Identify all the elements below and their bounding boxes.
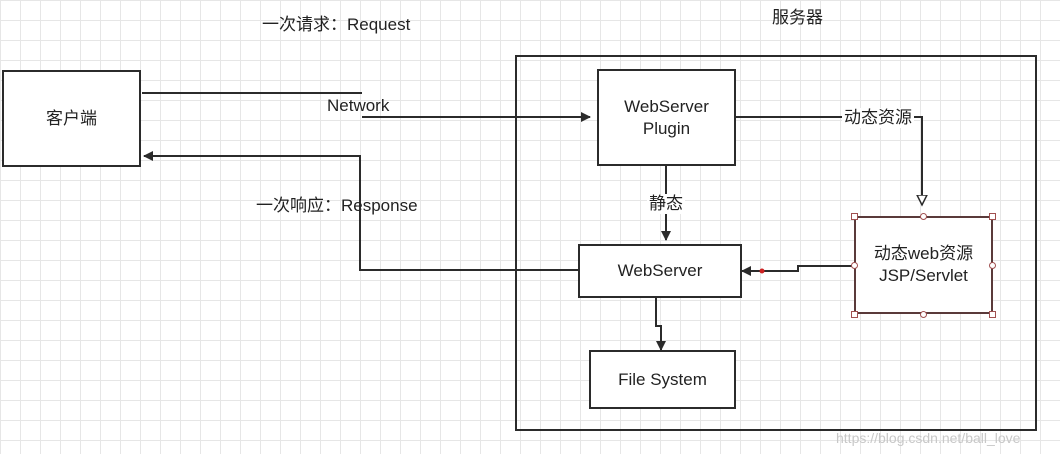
server-frame[interactable] <box>515 55 1037 431</box>
server-title: 服务器 <box>772 8 823 27</box>
dynamic-resource-label: 动态资源 <box>842 108 914 128</box>
webserver-label: WebServer <box>617 261 703 280</box>
resize-handle-nw[interactable] <box>851 213 858 220</box>
resize-handle-sw[interactable] <box>851 311 858 318</box>
file-system-box[interactable]: File System <box>589 350 736 409</box>
connect-point-s[interactable] <box>920 311 927 318</box>
resize-handle-se[interactable] <box>989 311 996 318</box>
network-label: Network <box>327 96 390 115</box>
dynamic-label-line1: 动态web资源 <box>873 244 974 263</box>
dynamic-to-webserver-arrow <box>741 265 855 276</box>
connect-point-n[interactable] <box>920 213 927 220</box>
webserver-box[interactable]: WebServer <box>578 244 742 298</box>
connection-point-marker <box>759 268 765 274</box>
static-label: 静态 <box>647 194 685 214</box>
response-arrow <box>143 151 580 271</box>
dynamic-resource-arrow <box>736 116 922 205</box>
client-label: 客户端 <box>46 108 97 128</box>
file-system-label: File System <box>618 369 707 389</box>
connect-point-w[interactable] <box>851 262 858 269</box>
watermark: https://blog.csdn.net/ball_love <box>836 430 1021 446</box>
request-label: 一次请求：Request <box>262 15 411 34</box>
dynamic-web-resource-box[interactable]: 动态web资源 JSP/Servlet <box>854 216 993 314</box>
resize-handle-ne[interactable] <box>989 213 996 220</box>
response-label: 一次响应：Response <box>256 196 418 215</box>
client-box[interactable]: 客户端 <box>2 70 141 167</box>
dynamic-label-line2: JSP/Servlet <box>879 266 968 285</box>
webserver-plugin-box[interactable]: WebServer Plugin <box>597 69 736 166</box>
plugin-label-line1: WebServer <box>624 96 709 116</box>
filesystem-arrow <box>655 297 666 351</box>
connect-point-e[interactable] <box>989 262 996 269</box>
plugin-label-line2: Plugin <box>642 118 691 138</box>
